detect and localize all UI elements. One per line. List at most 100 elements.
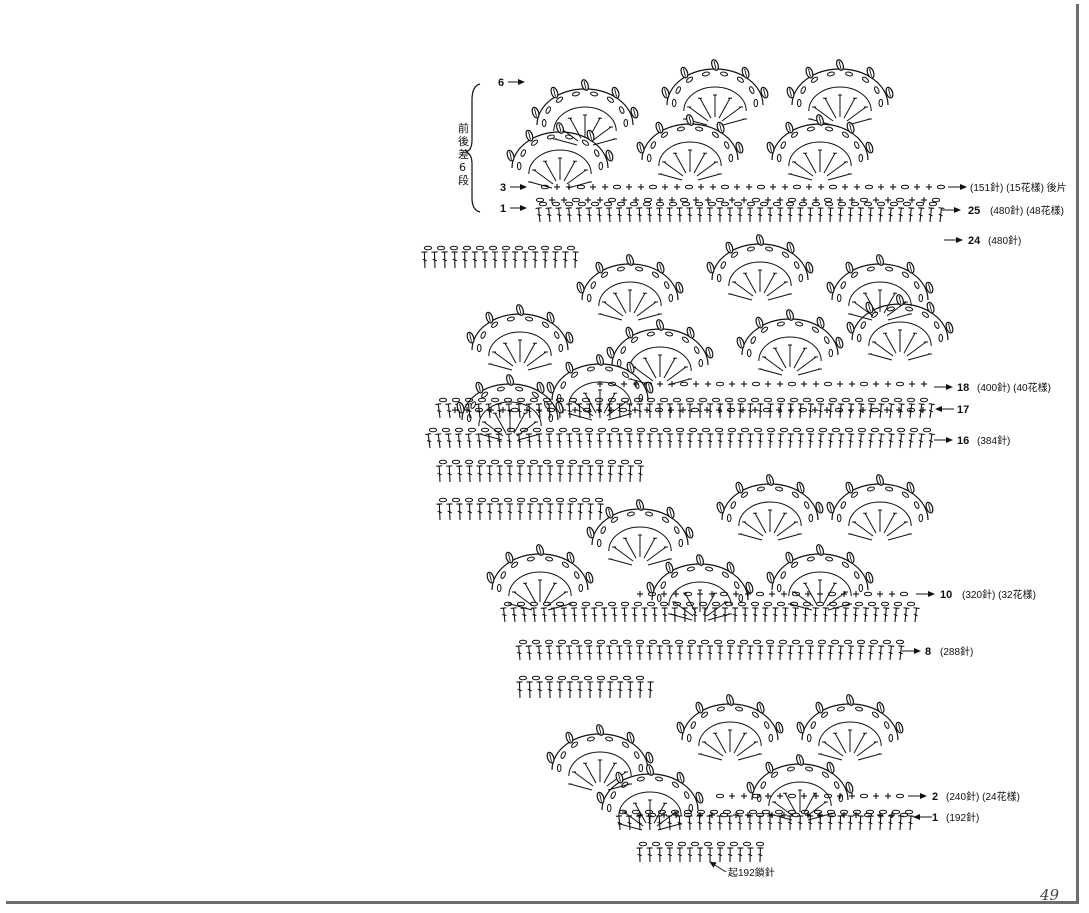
row-info: (384針) [977, 434, 1010, 447]
chain-symbol [792, 427, 802, 433]
chain-symbol [888, 733, 894, 743]
chain-symbol [720, 201, 730, 207]
fan-arc-inner [488, 331, 552, 357]
double-crochet-symbol [812, 607, 819, 623]
fan-spoke [883, 512, 896, 534]
chain-symbol [558, 343, 564, 353]
chain-symbol [864, 184, 874, 190]
fan-arc-inner [698, 721, 762, 747]
chain-symbol [934, 321, 940, 329]
fan-spoke [623, 811, 644, 827]
chain-symbol [906, 601, 916, 607]
chain-symbol [707, 201, 717, 207]
double-crochet-symbol [747, 433, 754, 449]
single-crochet-symbol [561, 197, 567, 203]
chain-symbol [800, 86, 806, 94]
chain-symbol [583, 639, 593, 645]
double-crochet-symbol [656, 433, 663, 449]
chain-symbol [780, 141, 786, 149]
row-info: (480針) (48花樣) [990, 204, 1064, 217]
row-info: (288針) [940, 645, 973, 658]
single-crochet-symbol [926, 184, 932, 190]
chain-symbol [520, 149, 526, 157]
double-crochet-symbol [441, 251, 448, 269]
fan-spoke [699, 753, 723, 761]
fan-spoke [834, 732, 847, 754]
chain-symbol [914, 281, 920, 289]
single-crochet-symbol [769, 591, 775, 597]
double-crochet-symbol [636, 645, 643, 661]
chain-symbol [451, 397, 461, 403]
chain-symbol [931, 197, 941, 203]
chain-symbol [775, 486, 784, 492]
double-crochet-symbol [596, 645, 603, 661]
chain-symbol [828, 397, 838, 403]
chain-symbol [656, 593, 662, 603]
chain-symbol [938, 333, 944, 343]
chain-symbol [490, 497, 500, 503]
row-number: 10 [940, 589, 952, 601]
single-crochet-symbol [644, 407, 650, 413]
double-crochet-symbol [466, 465, 473, 483]
chain-symbol [800, 809, 810, 815]
fan-spoke [789, 603, 813, 611]
chain-symbol [475, 245, 485, 251]
chain-symbol [581, 459, 591, 465]
single-crochet-symbol [638, 184, 644, 190]
double-crochet-symbol [545, 207, 552, 223]
chain-symbol [856, 333, 862, 343]
chain-symbol [490, 459, 500, 465]
fan-spoke [887, 313, 911, 321]
chain-symbol [821, 771, 829, 778]
row-info: (320針) (32花樣) [962, 588, 1036, 601]
fan-spoke [573, 771, 594, 787]
fan-spoke [763, 272, 776, 294]
single-crochet-symbol [705, 197, 711, 203]
chain-symbol [817, 639, 827, 645]
double-crochet-symbol [797, 433, 804, 449]
chain-symbol [688, 427, 698, 433]
single-crochet-symbol [452, 407, 458, 413]
double-crochet-symbol [627, 681, 634, 699]
chain-symbol [703, 841, 713, 847]
chain-symbol [893, 397, 903, 403]
chain-symbol [837, 201, 847, 207]
chain-symbol [594, 397, 604, 403]
single-crochet-symbol [878, 184, 884, 190]
chain-symbol [451, 497, 461, 503]
chain-symbol [629, 201, 639, 207]
fan-spoke [489, 363, 513, 371]
chain-symbol [751, 711, 759, 718]
chain-symbol [618, 407, 628, 413]
double-crochet-symbol [540, 607, 547, 623]
chain-symbol [828, 184, 838, 190]
chain-symbol [683, 809, 693, 815]
double-crochet-symbol [556, 681, 563, 699]
chain-symbol [616, 201, 626, 207]
chain-symbol [544, 639, 554, 645]
fan-spoke [573, 401, 594, 417]
chain-symbol [610, 791, 616, 799]
double-crochet-symbol [425, 433, 432, 449]
chain-symbol [778, 639, 788, 645]
chain-symbol [506, 427, 516, 433]
double-crochet-symbol [797, 645, 804, 661]
fan-spoke [634, 802, 647, 824]
chain-symbol [642, 201, 652, 207]
double-crochet-symbol [686, 847, 693, 863]
chain-symbol [548, 413, 554, 423]
chain-symbol [500, 571, 506, 579]
chain-symbol [577, 201, 587, 207]
double-crochet-symbol [696, 815, 703, 831]
single-crochet-symbol [781, 812, 787, 818]
row-info: (151針) (15花樣) 後片 [970, 181, 1067, 194]
double-crochet-symbol [727, 645, 734, 661]
chain-symbol [870, 427, 880, 433]
double-crochet-symbol [455, 433, 462, 449]
fan-spoke [767, 293, 791, 301]
chain-symbol [756, 184, 766, 190]
chain-symbol [854, 601, 864, 607]
double-crochet-symbol [868, 433, 875, 449]
chain-symbol [488, 245, 498, 251]
chain-symbol [746, 348, 752, 358]
